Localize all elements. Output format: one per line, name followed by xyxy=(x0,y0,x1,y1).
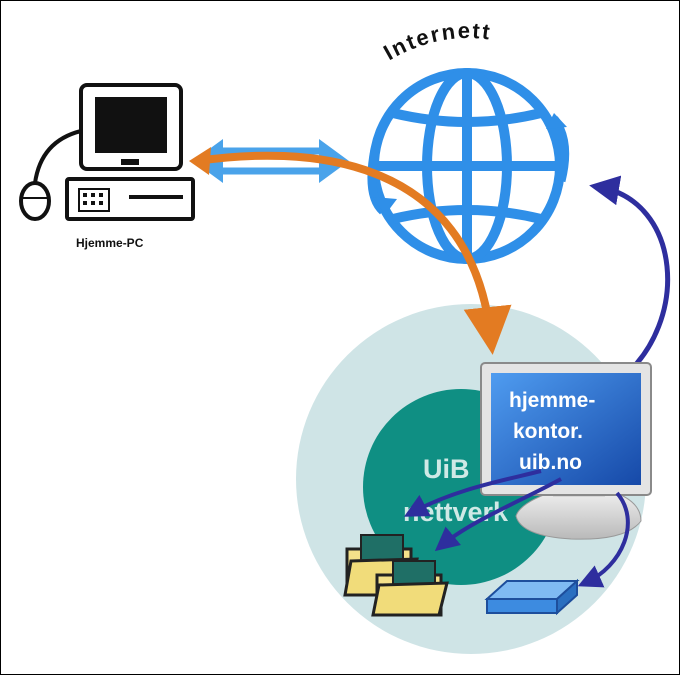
server-screen xyxy=(491,373,641,485)
screen-line-1: hjemme- xyxy=(509,389,595,412)
globe-icon xyxy=(367,68,570,264)
screen-line-2: kontor. xyxy=(513,420,583,443)
orange-connection-arrow xyxy=(196,151,512,355)
screen-line-3: uib.no xyxy=(519,451,582,474)
internet-label: Internett xyxy=(379,18,493,65)
folder-icon xyxy=(371,560,449,617)
orange-arrow-start xyxy=(189,147,211,175)
home-pc-icon xyxy=(19,83,195,221)
storage-device-icon xyxy=(484,578,580,616)
server-monitor-icon: hjemme- kontor. uib.no xyxy=(480,362,652,540)
purple-arrow-device xyxy=(577,491,630,588)
home-pc-label: Hjemme-PC xyxy=(76,236,144,250)
purple-return-arrow xyxy=(589,175,671,381)
uib-label: UiB xyxy=(423,454,470,484)
purple-arrow-folder-1 xyxy=(403,469,542,517)
purple-arrow-folder-2 xyxy=(434,477,562,552)
